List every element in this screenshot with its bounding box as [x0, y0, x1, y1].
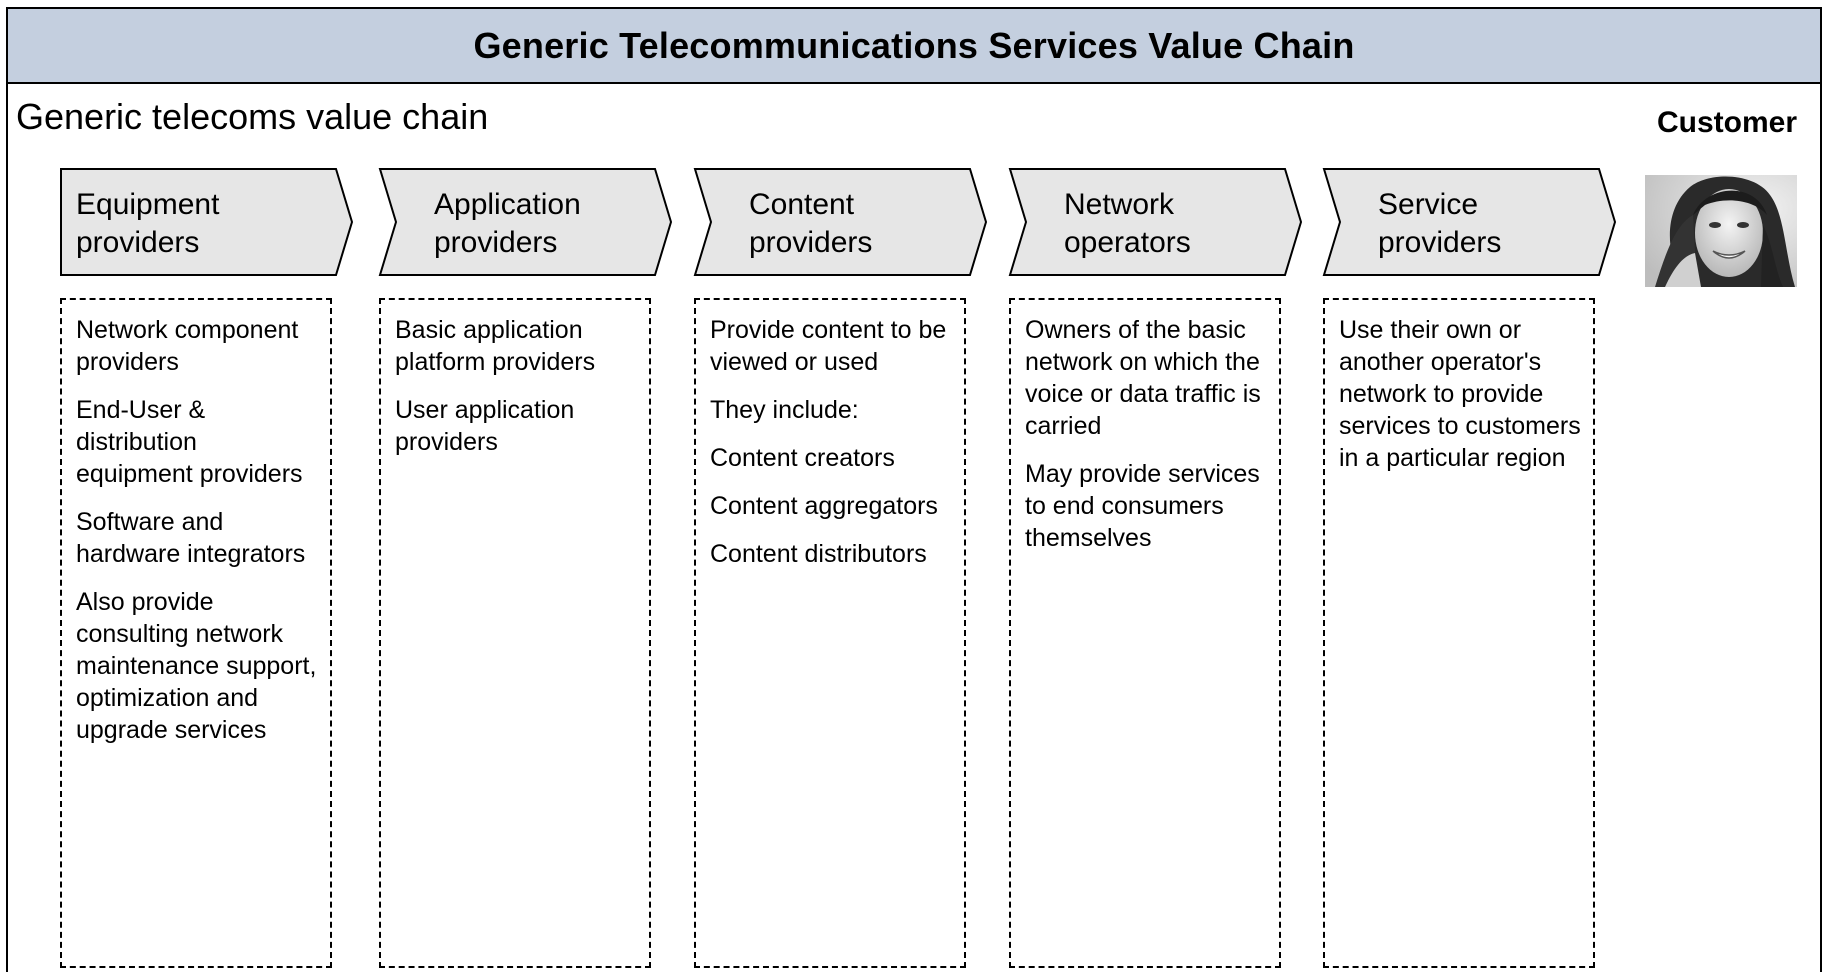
customer-label: Customer — [1656, 106, 1797, 139]
header-bar: Generic Telecommunications Services Valu… — [8, 9, 1820, 84]
stage-label: Equipment providers — [76, 188, 220, 259]
list-item: Content creators — [710, 444, 895, 472]
list-item: They include: — [710, 396, 859, 424]
slide-frame: Generic Telecommunications Services Valu… — [6, 7, 1822, 972]
list-item: May provide services to end consumers th… — [1025, 460, 1260, 552]
list-item: Content distributors — [710, 540, 927, 568]
list-item: User application providers — [395, 396, 575, 456]
diagram-subtitle: Generic telecoms value chain — [16, 96, 489, 137]
list-item: Content aggregators — [710, 492, 938, 520]
list-item: Network component providers — [76, 316, 299, 376]
list-item: Provide content to be viewed or used — [710, 316, 947, 376]
stage-chevron-content-providers: Content providers — [693, 168, 988, 276]
list-item: Owners of the basic network on which the… — [1025, 316, 1261, 440]
list-item: Also provide consulting network maintena… — [76, 588, 317, 744]
stage-description-service-providers: Use their own or another operator's netw… — [1323, 298, 1595, 968]
stage-chevron-service-providers: Service providers — [1322, 168, 1617, 276]
stage-chevron-application-providers: Application providers — [378, 168, 673, 276]
stage-description-content-providers: Provide content to be viewed or used The… — [694, 298, 966, 968]
stage-chevron-network-operators: Network operators — [1008, 168, 1303, 276]
customer-portrait-icon — [1645, 175, 1797, 287]
chevron-shape — [1008, 168, 1303, 276]
page-title: Generic Telecommunications Services Valu… — [473, 24, 1355, 66]
stage-description-application-providers: Basic application platform providers Use… — [379, 298, 651, 968]
customer-photo — [1645, 175, 1797, 287]
chevron-shape — [693, 168, 988, 276]
chevron-shape — [378, 168, 673, 276]
stage-description-equipment-providers: Network component providers End-User & d… — [60, 298, 332, 968]
stage-label: Network operators — [1064, 188, 1191, 259]
stage-label: Content providers — [749, 188, 873, 259]
stage-description-network-operators: Owners of the basic network on which the… — [1009, 298, 1281, 968]
stage-chevron-equipment-providers: Equipment providers — [60, 168, 354, 276]
list-item: End-User & distribution equipment provid… — [76, 396, 303, 488]
stage-label: Application providers — [434, 188, 581, 259]
list-item: Software and hardware integrators — [76, 508, 306, 568]
list-item: Use their own or another operator's netw… — [1339, 316, 1581, 472]
chevron-shape — [1322, 168, 1617, 276]
chevron-shape — [60, 168, 354, 276]
list-item: Basic application platform providers — [395, 316, 596, 376]
stage-label: Service providers — [1378, 188, 1502, 259]
